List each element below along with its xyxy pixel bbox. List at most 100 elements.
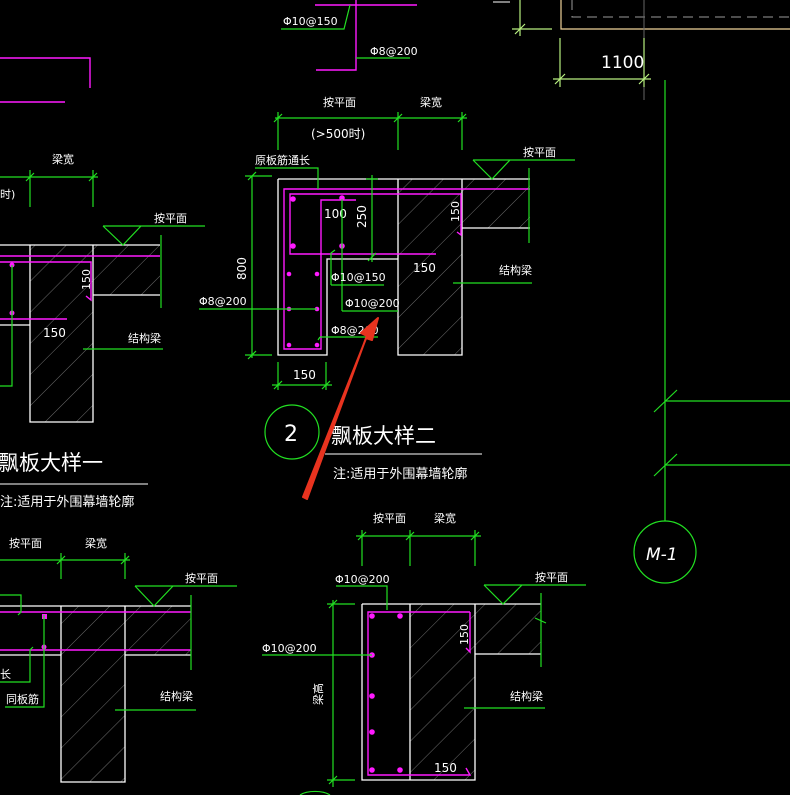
detail-4: 按平面 梁宽 Φ10@200 Φ10@200 梁高 按平面 结构梁 150 15… xyxy=(262,511,586,795)
rebar-line xyxy=(0,57,91,88)
beam-hatch xyxy=(61,606,125,782)
concrete-outline xyxy=(277,178,530,356)
rebar-label-top: Φ10@200 xyxy=(335,573,390,586)
beam-width-value: 150 xyxy=(43,326,66,340)
label-struct-beam: 结构梁 xyxy=(510,689,543,703)
label-beam-width: 梁宽 xyxy=(85,536,107,550)
detail-note: 注:适用于外围幕墙轮廓 xyxy=(333,466,467,482)
leader-line xyxy=(281,4,351,30)
level-symbol xyxy=(134,585,237,607)
detail-1: 梁宽 时) 按平面 150 150 结构梁 飘板大样一 注:适用于外围幕墙轮廓 xyxy=(0,152,205,510)
dimension-1100: 1100 xyxy=(601,53,644,73)
beam-hatch xyxy=(410,604,475,780)
rebar-label-2: Φ10@200 xyxy=(345,297,400,310)
label-flat: 按平面 xyxy=(154,211,187,225)
slab-hatch xyxy=(125,606,191,655)
label-partial: 长 xyxy=(0,668,11,681)
detail-index-circle xyxy=(264,404,320,460)
dim-250: 250 xyxy=(355,205,369,228)
dimension-line xyxy=(272,362,332,390)
hidden-line xyxy=(571,0,790,18)
label-beam-width: 梁宽 xyxy=(434,511,456,525)
detail-2: 按平面 梁宽 (>500时) 原板筋通长 按平面 800 100 250 150… xyxy=(199,95,575,482)
label-condition: (>500时) xyxy=(311,127,365,141)
detail-note: 注:适用于外围幕墙轮廓 xyxy=(0,494,134,510)
bottom-width-value: 150 xyxy=(293,368,316,382)
dimension-line xyxy=(327,599,355,787)
label-flat-right: 按平面 xyxy=(523,145,556,159)
dimension-line xyxy=(0,553,130,579)
leader-line xyxy=(0,646,34,683)
break-line xyxy=(534,593,547,667)
grid-axis: M-1 xyxy=(633,80,790,584)
slab-hatch xyxy=(93,245,160,295)
red-arrow-annotation xyxy=(302,317,379,500)
detail-index: 2 xyxy=(284,422,298,447)
rebar-dots xyxy=(369,613,403,773)
label-flat-right: 按平面 xyxy=(535,570,568,584)
dimension-tick xyxy=(638,73,650,85)
dimension-tick xyxy=(554,73,566,85)
dimension-tick xyxy=(514,23,526,35)
level-symbol xyxy=(472,159,575,180)
axis-label: M-1 xyxy=(646,545,678,565)
slab-thickness: 150 xyxy=(449,201,462,222)
axis-bubble xyxy=(633,520,697,584)
arrow-icon xyxy=(302,317,379,500)
label-flat: 按平面 xyxy=(9,536,42,550)
dimension-tick xyxy=(653,389,678,413)
slab-thickness: 150 xyxy=(458,624,471,645)
stirrup xyxy=(367,611,472,776)
dimension-line xyxy=(366,175,378,262)
stirrup xyxy=(283,188,530,350)
slab-hatch xyxy=(475,604,541,654)
height-value: 800 xyxy=(235,257,249,280)
label-same-rebar: 同板筋 xyxy=(6,692,39,706)
circle-fragment xyxy=(299,790,331,795)
dimension-tick xyxy=(653,453,678,477)
concrete-outline xyxy=(0,244,160,423)
level-symbol xyxy=(102,225,205,246)
leader-line xyxy=(5,615,45,708)
detail-3: 长 同板筋 按平面 梁宽 按平面 结构梁 xyxy=(0,536,237,783)
detail-title: 飘板大样二 xyxy=(331,424,436,448)
leader-line xyxy=(0,594,22,616)
dim-100: 100 xyxy=(324,207,347,221)
label-struct-beam: 结构梁 xyxy=(499,263,532,277)
label-flat: 按平面 xyxy=(323,95,356,109)
bottom-width-value: 150 xyxy=(434,761,457,775)
rebar-line xyxy=(316,0,357,71)
leader-line xyxy=(255,167,319,189)
label-flat-right: 按平面 xyxy=(185,571,218,585)
leader-line xyxy=(330,249,384,286)
detail-title: 飘板大样一 xyxy=(0,451,103,475)
concrete-outline xyxy=(361,603,541,781)
label-beam-width: 梁宽 xyxy=(52,152,74,166)
rebar-label: Φ10@150 xyxy=(283,15,338,28)
beam-width-value: 150 xyxy=(413,261,436,275)
rebar-line xyxy=(0,261,92,302)
dimension-line xyxy=(356,530,481,566)
label-beam-width: 梁宽 xyxy=(420,95,442,109)
dimension-line xyxy=(0,170,98,207)
slab-hatch xyxy=(462,179,530,228)
label-through-rebar: 原板筋通长 xyxy=(255,153,310,167)
top-fragment: Φ10@150 Φ8@200 1100 xyxy=(0,0,790,103)
dimension-line xyxy=(245,171,272,360)
leader-line xyxy=(0,265,13,387)
dimension-line xyxy=(273,112,467,150)
rebar-label: Φ8@200 xyxy=(370,45,418,58)
slab-rebar xyxy=(289,193,462,255)
rebar-label-1: Φ10@150 xyxy=(331,271,386,284)
beam-hatch xyxy=(398,179,462,355)
slab-thickness: 150 xyxy=(80,269,93,290)
label-flat: 按平面 xyxy=(373,511,406,525)
leader-line xyxy=(336,585,388,610)
label-struct-beam: 结构梁 xyxy=(128,331,161,345)
label-struct-beam: 结构梁 xyxy=(160,689,193,703)
label-condition: 时) xyxy=(0,188,15,201)
rebar-label-side: Φ10@200 xyxy=(262,642,317,655)
beam-hatch xyxy=(30,245,93,422)
label-beam-height: 梁高 xyxy=(311,683,325,705)
